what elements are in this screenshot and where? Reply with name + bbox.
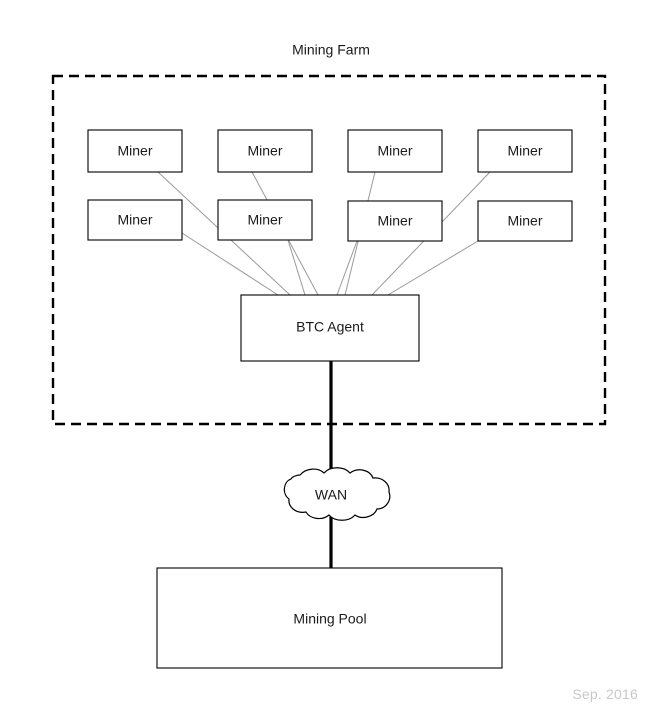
link-miner-r2-c4 (387, 240, 479, 296)
miner-box (347, 129, 443, 173)
miner-label: Miner (507, 143, 542, 159)
mining-pool-node[interactable]: Mining Pool (156, 567, 503, 669)
miner-box (217, 199, 313, 241)
miner-node-r1-c1[interactable]: Miner (87, 129, 183, 173)
link-miner-r2-c3 (336, 240, 358, 296)
miner-label: Miner (117, 212, 152, 228)
miner-label: Miner (247, 143, 282, 159)
miner-box (87, 199, 183, 241)
miner-link-group (157, 171, 491, 296)
btc-agent-label: BTC Agent (296, 319, 364, 335)
link-miner-r2-c1 (181, 232, 279, 296)
miner-box (217, 129, 313, 173)
miner-label: Miner (117, 143, 152, 159)
miner-node-r2-c3[interactable]: Miner (347, 200, 443, 242)
miner-node-r2-c4[interactable]: Miner (477, 200, 573, 242)
miner-label: Miner (377, 143, 412, 159)
cloud-icon (283, 467, 391, 521)
mining-farm-boundary (51, 74, 607, 426)
miner-node-r2-c2[interactable]: Miner (217, 199, 313, 241)
wan-cloud-node[interactable]: WAN (283, 467, 391, 521)
miner-box (477, 129, 573, 173)
btc-agent-node[interactable]: BTC Agent (240, 294, 420, 362)
wan-label: WAN (315, 487, 347, 503)
miner-node-r2-c1[interactable]: Miner (87, 199, 183, 241)
mining-pool-label: Mining Pool (293, 611, 366, 627)
group-title: Mining Farm (292, 42, 370, 58)
miner-box (347, 200, 443, 242)
miner-node-r1-c4[interactable]: Miner (477, 129, 573, 173)
miner-label: Miner (377, 213, 412, 229)
footer-date: Sep. 2016 (572, 686, 638, 702)
miner-label: Miner (507, 213, 542, 229)
miner-box (477, 200, 573, 242)
miner-node-r1-c2[interactable]: Miner (217, 129, 313, 173)
btc-agent-box (240, 294, 420, 362)
mining-pool-box (156, 567, 503, 669)
miner-node-r1-c3[interactable]: Miner (347, 129, 443, 173)
miner-box (87, 129, 183, 173)
link-miner-r2-c2 (287, 239, 306, 296)
miner-label: Miner (247, 212, 282, 228)
